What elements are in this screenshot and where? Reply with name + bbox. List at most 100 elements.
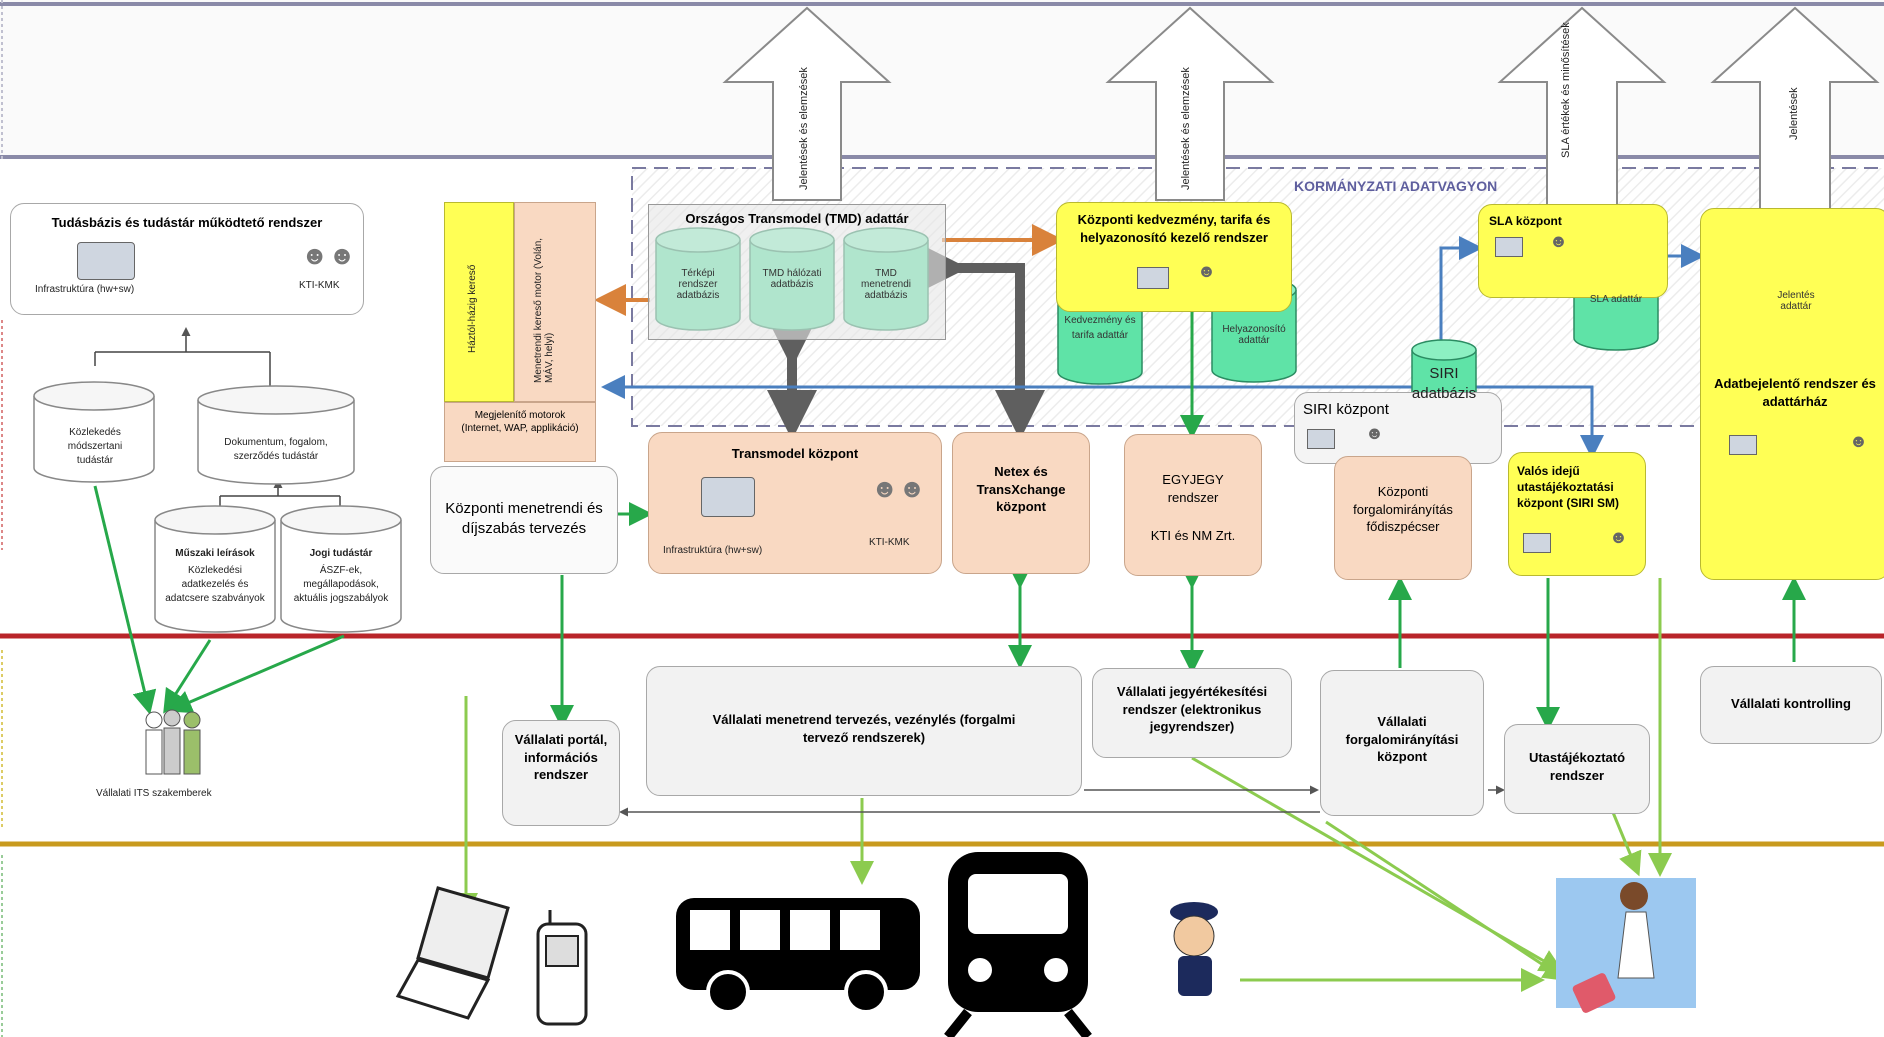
siri-title: SIRI központ xyxy=(1303,401,1389,418)
display-engine-label: Megjelenítő motorok (Internet, WAP, appl… xyxy=(461,410,579,434)
gov-region-border xyxy=(631,167,1884,427)
lgreen-arrow-traffic-traveler xyxy=(1325,820,1568,981)
realtime-box[interactable]: Valós idejű utastájékoztatási központ (S… xyxy=(1508,452,1646,576)
kb-db3-cylinder xyxy=(154,505,276,633)
sla-title: SLA központ xyxy=(1489,214,1562,228)
people-icon: ☻☻ xyxy=(301,240,356,270)
company-passenger-label: Utastájékoztató rendszer xyxy=(1528,750,1626,783)
report-db-text: Jelentés adattár xyxy=(1777,290,1815,312)
netex-box[interactable]: Netex és TransXchange központ xyxy=(952,432,1090,574)
sla-db-text: SLA adattár xyxy=(1589,294,1643,305)
transmodel-box[interactable]: Transmodel központ ☻☻ Infrastruktúra (hw… xyxy=(648,432,942,574)
dispatcher-box[interactable]: Központi forgalomirányítás fődiszpécser xyxy=(1334,456,1472,580)
company-planning-label: Vállalati menetrend tervezés, vezénylés … xyxy=(712,712,1016,745)
netex-label: Netex és TransXchange központ xyxy=(976,464,1066,515)
tmd-db1-text: Térképi rendszer adatbázis xyxy=(676,268,720,301)
display-engine-box[interactable]: Megjelenítő motorok (Internet, WAP, appl… xyxy=(444,402,596,462)
blue-arrow-siri-realtime xyxy=(1441,385,1604,459)
conductor-icon xyxy=(1170,902,1218,996)
company-controlling-box[interactable]: Vállalati kontrolling xyxy=(1700,666,1882,744)
up-arrow-4 xyxy=(1710,6,1880,211)
traveler-icon xyxy=(1556,878,1696,1013)
arrow-label-4: Jelentések xyxy=(1788,87,1800,140)
report-box[interactable]: Adatbejelentő rendszer és adattárház ☻ xyxy=(1700,208,1884,580)
sla-box[interactable]: SLA központ ☻ xyxy=(1478,204,1668,298)
transmodel-people-icon: ☻☻ xyxy=(871,473,926,503)
transmodel-title: Transmodel központ xyxy=(731,446,859,461)
experts-label: Vállalati ITS szakemberek xyxy=(96,788,212,799)
dispatcher-label: Központi forgalomirányítás fődiszpécser xyxy=(1353,484,1453,535)
kb-db1-cylinder xyxy=(33,381,155,483)
train-icon xyxy=(944,852,1092,1037)
report-server-icon xyxy=(1729,435,1757,455)
company-passenger-box[interactable]: Utastájékoztató rendszer xyxy=(1504,724,1650,814)
kb-kti-label: KTI-KMK xyxy=(299,280,340,291)
kb-db2-cylinder xyxy=(197,385,355,485)
sla-people-icon: ☻ xyxy=(1549,231,1568,251)
company-portal-box[interactable]: Vállalati portál, információs rendszer xyxy=(502,720,620,826)
kb-db3-text: Közlekedési adatkezelés és adatcsere sza… xyxy=(165,565,265,604)
phone-icon xyxy=(536,910,588,1026)
search-engine-box[interactable]: Menetrendi kereső motor (Volán, MÁV, hel… xyxy=(514,202,596,402)
tmd-db2-text: TMD hálózati adatbázis xyxy=(762,268,822,290)
kb-db3-title: Műszaki leírások xyxy=(175,548,255,559)
company-portal-label: Vállalati portál, információs rendszer xyxy=(514,732,608,783)
company-ticketing-label: Vállalati jegyértékesítési rendszer (ele… xyxy=(1116,684,1268,735)
siri-server-icon xyxy=(1307,429,1335,449)
kb-db2-text: Dokumentum, fogalom, szerződés tudástár xyxy=(224,437,328,462)
egyjegy-box[interactable]: EGYJEGY rendszer KTI és NM Zrt. xyxy=(1124,434,1262,576)
tariff-box[interactable]: Központi kedvezmény, tarifa és helyazono… xyxy=(1056,202,1292,312)
tmd-db3-text: TMD menetrendi adatbázis xyxy=(860,268,912,301)
siri-db-text: SIRI adatbázis xyxy=(1411,365,1477,402)
door-search-box[interactable]: Háztól-házig kereső xyxy=(444,202,514,402)
company-ticketing-box[interactable]: Vállalati jegyértékesítési rendszer (ele… xyxy=(1092,668,1292,758)
tariff-title: Központi kedvezmény, tarifa és helyazono… xyxy=(1077,212,1271,245)
kb-infra-label: Infrastruktúra (hw+sw) xyxy=(35,284,135,295)
laptop-icon xyxy=(395,886,510,1020)
company-traffic-box[interactable]: Vállalati forgalomirányítási központ xyxy=(1320,670,1484,816)
central-planning-label: Központi menetrendi és díjszabás tervezé… xyxy=(445,500,603,538)
tmd-box[interactable]: Országos Transmodel (TMD) adattár xyxy=(648,204,946,340)
server-icon xyxy=(77,242,135,280)
transmodel-infra-label: Infrastruktúra (hw+sw) xyxy=(663,545,763,556)
sla-server-icon xyxy=(1495,237,1523,257)
company-planning-box[interactable]: Vállalati menetrend tervezés, vezénylés … xyxy=(646,666,1082,796)
company-controlling-label: Vállalati kontrolling xyxy=(1731,696,1851,711)
report-title: Adatbejelentő rendszer és adattárház xyxy=(1714,376,1876,409)
tmd-title: Országos Transmodel (TMD) adattár xyxy=(685,211,909,226)
green-arrow-db1-experts xyxy=(93,485,157,715)
kb-db4-text: ÁSZF-ek, megállapodások, aktuális jogsza… xyxy=(293,565,389,604)
egyjegy-line2: KTI és NM Zrt. xyxy=(1150,528,1236,543)
knowledge-base-title: Tudásbázis és tudástár működtető rendsze… xyxy=(51,215,323,230)
transmodel-kti-label: KTI-KMK xyxy=(869,537,910,548)
central-planning-box[interactable]: Központi menetrendi és díjszabás tervezé… xyxy=(430,466,618,574)
gray-arrow-tmd-netex xyxy=(918,243,1045,440)
report-people-icon: ☻ xyxy=(1849,431,1868,451)
kb-db1-text: Közlekedés módszertani tudástár xyxy=(67,427,123,466)
knowledge-base-box[interactable]: Tudásbázis és tudástár működtető rendsze… xyxy=(10,203,364,315)
realtime-people-icon: ☻ xyxy=(1609,527,1628,547)
tariff-server-icon xyxy=(1137,267,1169,289)
tariff-people-icon: ☻ xyxy=(1197,261,1216,281)
gov-region-title: KORMÁNYZATI ADATVAGYON xyxy=(1294,178,1498,194)
kb-db4-title: Jogi tudástár xyxy=(309,548,373,559)
kb-db4-cylinder xyxy=(280,505,402,633)
up-arrow-1 xyxy=(722,6,892,201)
bus-icon xyxy=(676,898,920,1014)
tariff-db2-text: Helyazonosító adattár xyxy=(1222,324,1286,346)
search-engine-label: Menetrendi kereső motor (Volán, MÁV, hel… xyxy=(533,237,555,383)
experts-icon xyxy=(145,709,201,775)
realtime-label: Valós idejű utastájékoztatási központ (S… xyxy=(1517,464,1619,511)
blue-arrow-siri-sla xyxy=(1439,236,1483,345)
arrow-label-1: Jelentések és elemzések xyxy=(798,67,810,190)
siri-people-icon: ☻ xyxy=(1365,423,1384,443)
realtime-server-icon xyxy=(1523,533,1551,553)
siri-box[interactable]: SIRI központ ☻ xyxy=(1294,392,1502,464)
arrow-label-2: Jelentések és elemzések xyxy=(1180,67,1192,190)
company-traffic-label: Vállalati forgalomirányítási központ xyxy=(1345,714,1459,765)
door-search-label: Háztól-házig kereső xyxy=(467,264,478,353)
transmodel-server-icon xyxy=(701,477,755,517)
green-arrow-db4-experts xyxy=(167,634,345,714)
egyjegy-line1: EGYJEGY rendszer xyxy=(1162,472,1224,505)
tariff-db1-text: Kedvezmény és tarifa adattár xyxy=(1064,315,1136,341)
